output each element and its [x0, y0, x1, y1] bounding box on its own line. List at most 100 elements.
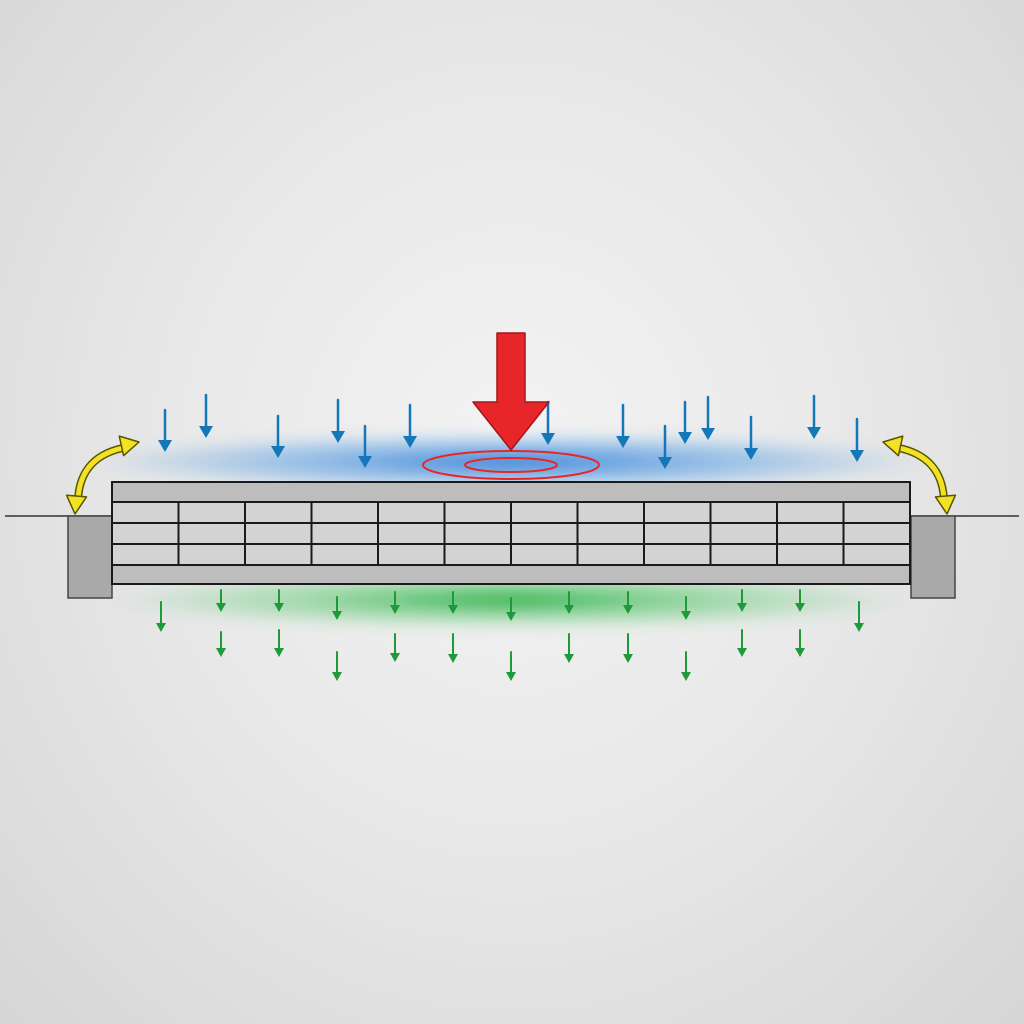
reaction-arrow	[854, 601, 864, 632]
distributed-load-arrow-head	[744, 448, 758, 460]
point-load-arrow	[472, 332, 550, 451]
beam-top-flange	[113, 483, 909, 501]
rotation-arrows	[65, 435, 957, 515]
reaction-arrow	[332, 596, 342, 620]
distributed-load-arrow	[678, 400, 692, 444]
reaction-arrow-head	[795, 603, 805, 612]
support-right	[910, 515, 956, 599]
impact-ring	[422, 450, 600, 480]
reaction-arrow-head	[564, 605, 574, 614]
distributed-load-arrow	[358, 424, 372, 468]
rotation-arrow-head	[934, 494, 957, 515]
distributed-load-arrow-head	[541, 433, 555, 445]
reaction-arrow	[506, 651, 516, 681]
distributed-load-arrow	[331, 398, 345, 443]
reaction-arrow-head	[390, 653, 400, 662]
beam	[111, 481, 911, 585]
distributed-load-arrows	[158, 393, 864, 469]
reaction-arrow-head	[681, 611, 691, 620]
distributed-load-arrow	[403, 403, 417, 448]
rotation-arrow-curve	[75, 444, 131, 503]
distributed-load-arrow-head	[158, 440, 172, 452]
beam-outline	[111, 481, 911, 585]
distributed-load-arrow-head	[199, 426, 213, 438]
reaction-arrow	[681, 596, 691, 620]
reaction-arrow	[216, 631, 226, 657]
rotation-arrow-head	[882, 435, 904, 457]
beam-bottom-flange	[113, 565, 909, 583]
reaction-arrow-head	[854, 623, 864, 632]
reaction-arrow	[795, 629, 805, 657]
reaction-arrow	[390, 591, 400, 614]
rotation-arrow-head	[118, 435, 140, 457]
reaction-arrow	[448, 591, 458, 614]
reaction-arrow	[737, 589, 747, 612]
reaction-arrow	[332, 651, 342, 681]
reaction-arrow	[448, 633, 458, 663]
reaction-arrow-head	[795, 648, 805, 657]
reaction-arrow	[737, 629, 747, 657]
reaction-arrow-head	[681, 672, 691, 681]
point-load	[422, 332, 600, 480]
distributed-load-arrow-head	[616, 436, 630, 448]
reaction-arrow	[390, 633, 400, 662]
reaction-arrow-head	[564, 654, 574, 663]
rotation-arrow-curve	[891, 444, 947, 503]
distributed-load-arrow-head	[850, 450, 864, 462]
distributed-load-arrow	[807, 394, 821, 439]
supports	[67, 515, 956, 599]
distributed-load-arrow	[271, 414, 285, 458]
distributed-load-arrow	[744, 415, 758, 460]
reaction-arrow-head	[274, 603, 284, 612]
reaction-arrow	[623, 633, 633, 663]
reaction-arrow-head	[623, 605, 633, 614]
reaction-arrow-head	[448, 654, 458, 663]
reaction-arrow-head	[216, 648, 226, 657]
distributed-load-arrow-head	[658, 457, 672, 469]
impact-ring	[464, 457, 558, 473]
reaction-arrow-head	[274, 648, 284, 657]
reaction-arrow	[564, 633, 574, 663]
distributed-load-arrow-head	[403, 436, 417, 448]
distributed-load-arrow	[658, 424, 672, 469]
reaction-arrow	[274, 629, 284, 657]
reaction-arrow	[274, 589, 284, 612]
distributed-load-arrow-head	[678, 432, 692, 444]
distributed-load-arrow	[701, 395, 715, 440]
reaction-arrow	[623, 591, 633, 614]
distributed-load-arrow-head	[358, 456, 372, 468]
rotation-arrow-head	[65, 494, 88, 515]
reaction-arrow-head	[737, 648, 747, 657]
distributed-load-arrow-head	[807, 427, 821, 439]
reaction-arrow	[564, 591, 574, 614]
reaction-arrow-head	[448, 605, 458, 614]
reaction-arrow-head	[506, 672, 516, 681]
rotation-arrow-left	[65, 435, 140, 515]
reaction-arrow	[156, 601, 166, 632]
reaction-arrow-head	[390, 605, 400, 614]
distributed-load-arrow	[850, 417, 864, 462]
distributed-load-arrow	[199, 393, 213, 438]
distributed-load-arrow	[616, 403, 630, 448]
reaction-arrow-head	[332, 611, 342, 620]
distributed-load-arrow	[158, 408, 172, 452]
reaction-arrow	[506, 597, 516, 621]
distributed-load-arrow	[541, 400, 555, 445]
reaction-arrow	[681, 651, 691, 681]
distributed-load-arrow-head	[271, 446, 285, 458]
reaction-arrow-head	[737, 603, 747, 612]
support-left	[67, 515, 113, 599]
reaction-arrow-head	[506, 612, 516, 621]
reaction-arrow-head	[623, 654, 633, 663]
reaction-arrow-head	[156, 623, 166, 632]
reaction-arrows	[156, 589, 864, 681]
top-pressure-glow	[90, 432, 930, 492]
distributed-load-arrow-head	[331, 431, 345, 443]
distributed-load-arrow-head	[701, 428, 715, 440]
reaction-arrow	[795, 589, 805, 612]
reaction-arrow-head	[332, 672, 342, 681]
reaction-arrow	[216, 589, 226, 612]
reaction-arrow-head	[216, 603, 226, 612]
